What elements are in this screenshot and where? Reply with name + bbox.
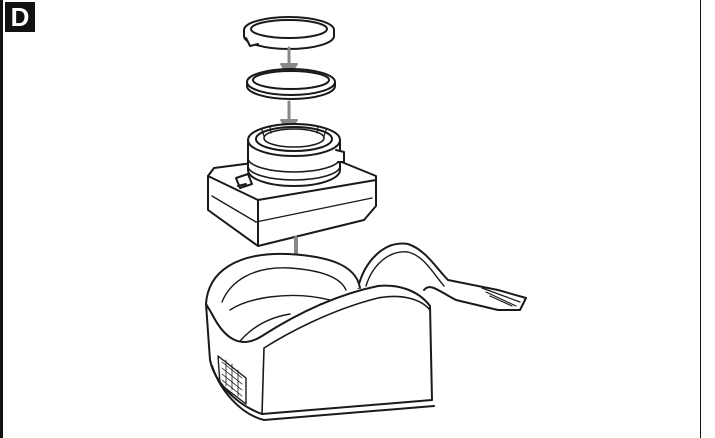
lens-body: [248, 124, 344, 186]
lens-cap: [244, 17, 334, 49]
soft-case: [206, 244, 526, 420]
filter-ring: [247, 69, 335, 99]
